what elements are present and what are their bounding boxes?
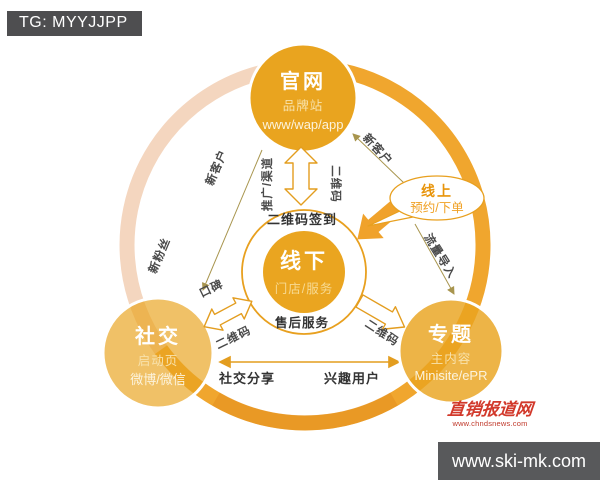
node-website-circle	[247, 42, 359, 154]
bubble-title: 线上	[421, 183, 453, 199]
line-website-to-social	[202, 149, 263, 291]
ring-segment-bottom-accent	[212, 392, 398, 431]
node-offline-circle	[263, 231, 345, 313]
source-logo: 直销报道网 www.chndsnews.com	[440, 400, 540, 428]
online-bubble	[389, 175, 485, 221]
footer-url-text: www.ski-mk.com	[452, 450, 586, 471]
line-bubble-to-website	[352, 133, 405, 184]
offline-title: 线下	[280, 249, 328, 273]
arrow-offline-topic	[355, 294, 406, 330]
arrow-social-offline	[203, 297, 253, 331]
line-bubble-to-topic	[414, 223, 455, 295]
node-social-circle	[101, 296, 215, 410]
arrow-online-offline	[357, 199, 404, 240]
social-subtitle: 启动页	[138, 354, 179, 368]
label-new-fans: 新粉丝	[146, 235, 174, 275]
label-traffic-import: 流量导入	[421, 231, 459, 281]
label-qr-vertical: 二维码	[329, 165, 343, 203]
topic-subtitle: 主内容	[431, 351, 472, 366]
label-qr-checkin: 二维码签到	[267, 212, 337, 227]
website-subtitle: 品牌站	[283, 98, 324, 113]
source-logo-name: 直销报道网	[446, 400, 534, 420]
label-interest-users: 兴趣用户	[324, 371, 380, 386]
offline-subtitle: 门店/服务	[275, 281, 333, 296]
label-social-share: 社交分享	[218, 371, 275, 386]
arrow-website-offline	[284, 146, 318, 206]
node-topic-circle	[397, 297, 505, 405]
topic-detail: Minisite/ePR	[415, 368, 488, 383]
label-promo-channel: 推广/渠道	[260, 157, 274, 211]
source-logo-url: www.chndsnews.com	[452, 419, 528, 428]
label-word-of-mouth: 口碑	[197, 277, 226, 301]
social-detail: 微博/微信	[130, 372, 186, 387]
social-title: 社交	[134, 324, 181, 348]
website-title: 官网	[280, 69, 326, 93]
label-new-customer-left: 新客户	[203, 147, 231, 187]
ring-segment-peach	[119, 59, 306, 355]
label-after-sales: 售后服务	[275, 315, 329, 330]
bubble-subtitle: 预约/下单	[410, 200, 463, 215]
footer-url-bar: www.ski-mk.com	[438, 442, 600, 480]
topic-title: 专题	[428, 322, 474, 346]
website-detail: www/wap/app	[262, 117, 344, 132]
label-new-customer-right: 新客户	[360, 131, 396, 168]
watermark-badge: TG: MYYJJPP	[7, 11, 142, 36]
